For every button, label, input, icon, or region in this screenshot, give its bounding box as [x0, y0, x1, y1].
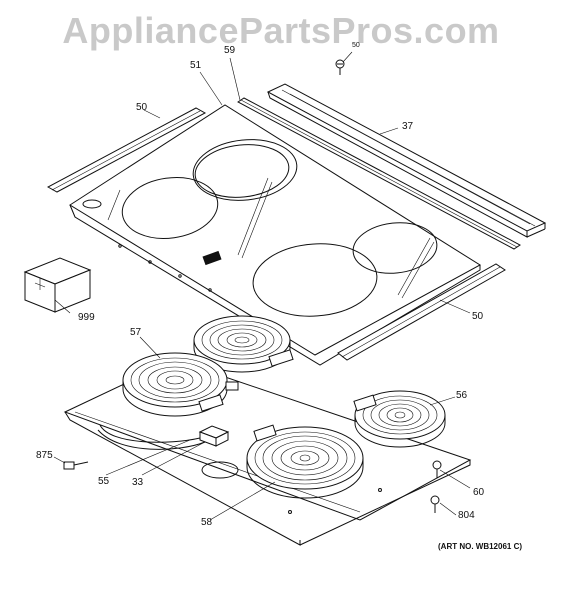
callout-875: 875	[36, 450, 53, 461]
callout-50-right: 50	[472, 311, 484, 322]
screw-875	[63, 461, 89, 470]
screw-60	[432, 460, 442, 478]
callout-51: 51	[190, 60, 202, 71]
burner-right	[353, 390, 446, 448]
callout-58: 58	[201, 517, 213, 528]
burner-large	[246, 424, 364, 499]
glass-cooktop	[69, 104, 481, 366]
callout-59: 59	[224, 45, 236, 56]
callout-56: 56	[456, 390, 468, 401]
callout-50-left: 50	[136, 102, 148, 113]
rear-trim	[237, 97, 521, 250]
side-trim-left	[46, 107, 207, 193]
callout-50-top: 50	[352, 42, 360, 49]
rear-vent-trim	[266, 83, 547, 238]
callout-804: 804	[458, 510, 475, 521]
callout-999: 999	[78, 312, 95, 323]
limiter-switch	[198, 425, 230, 447]
callout-33: 33	[132, 477, 144, 488]
art-number: (ART NO. WB12061 C)	[438, 542, 523, 551]
leader-lines	[53, 51, 471, 521]
side-trim-right	[337, 263, 506, 361]
parts-box	[23, 257, 92, 313]
screw-top	[335, 59, 345, 75]
burner-small	[193, 315, 291, 373]
burner-dual	[122, 352, 228, 417]
callout-37: 37	[402, 121, 414, 132]
callout-60: 60	[473, 487, 485, 498]
screw-804	[430, 495, 440, 513]
callout-57: 57	[130, 327, 142, 338]
callout-55: 55	[98, 476, 110, 487]
watermark-text: AppliancePartsPros.com	[62, 10, 500, 51]
